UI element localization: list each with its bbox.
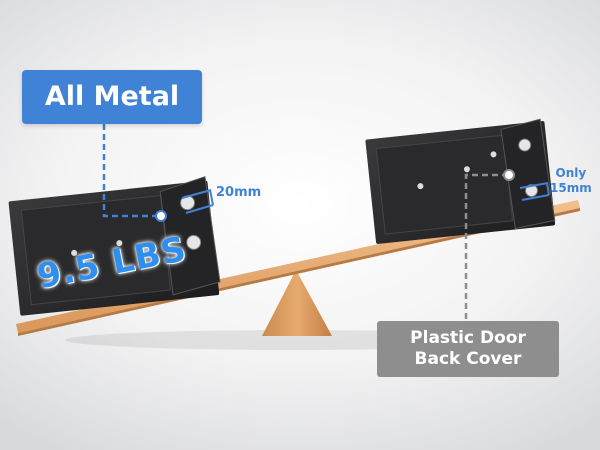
left-safe-lock-bolt — [186, 234, 202, 250]
plank-edge — [18, 208, 580, 336]
left-thickness-line — [181, 189, 212, 199]
left-thickness-line — [185, 204, 214, 214]
right-thickness-line — [546, 182, 550, 196]
plastic-label-line2: Back Cover — [414, 349, 522, 369]
left-safe-bolt-hole — [116, 240, 123, 247]
right-only-text: Only — [555, 166, 587, 180]
right-safe-door — [500, 118, 556, 230]
all-metal-label: All Metal — [22, 70, 202, 124]
left-thickness-label: 20mm — [216, 185, 262, 200]
plastic-callout-line — [464, 173, 508, 321]
left-thickness-line — [209, 189, 214, 206]
right-safe-lock-bolt — [524, 184, 538, 198]
right-thickness-label: Only 15mm — [550, 166, 592, 196]
right-safe-interior — [375, 134, 514, 235]
right-safe — [365, 118, 556, 244]
left-safe-interior — [20, 195, 172, 306]
fulcrum-triangle — [262, 270, 332, 336]
all-metal-callout-dot — [155, 210, 167, 222]
left-safe-bolt-hole — [71, 249, 78, 256]
right-safe-bolt-hole — [417, 183, 424, 190]
plastic-callout-dot — [503, 169, 515, 181]
right-safe-bolt-hole — [463, 166, 470, 173]
right-thickness-line — [519, 182, 549, 189]
plastic-label-line1: Plastic Door — [410, 328, 526, 348]
plastic-door-label: Plastic Door Back Cover — [377, 321, 559, 377]
right-safe-lock-bolt — [518, 138, 532, 152]
right-thickness-line — [521, 194, 550, 201]
right-thickness-text: 15mm — [550, 181, 592, 195]
right-safe-bolt-hole — [490, 151, 497, 158]
all-metal-callout-line — [102, 124, 158, 218]
